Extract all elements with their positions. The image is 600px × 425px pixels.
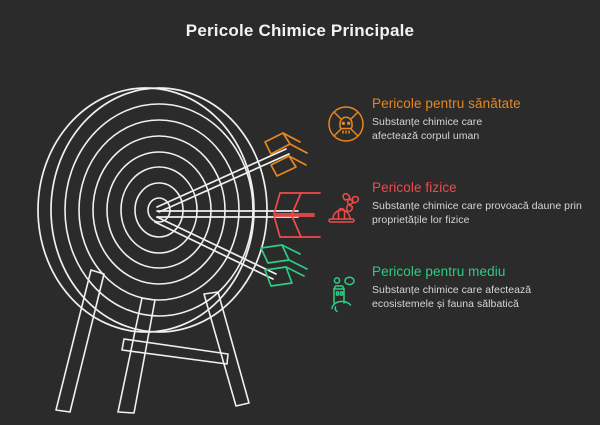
arrow-environment	[154, 216, 308, 287]
legend-list: Pericole pentru sănătate Substanțe chimi…	[326, 96, 594, 348]
arrow-health	[156, 132, 308, 213]
legend-description-health: Substanțe chimice care afectează corpul …	[372, 116, 483, 142]
page-title: Pericole Chimice Principale	[185, 21, 415, 40]
legend-item-environment: Pericole pentru mediu Substanțe chimice …	[326, 264, 594, 324]
legend-text-environment: Pericole pentru mediu Substanțe chimice …	[372, 264, 594, 311]
legend-item-physical: Pericole fizice Substanțe chimice care p…	[326, 180, 594, 240]
legend-heading-physical: Pericole fizice	[372, 180, 457, 195]
skull-hazard-icon	[326, 104, 366, 146]
legend-text-physical: Pericole fizice Substanțe chimice care p…	[372, 180, 594, 227]
legend-item-health: Pericole pentru sănătate Substanțe chimi…	[326, 96, 594, 156]
legend-heading-health: Pericole pentru sănătate	[372, 96, 521, 111]
archery-target-illustration	[18, 62, 328, 422]
legend-text-health: Pericole pentru sănătate Substanțe chimi…	[372, 96, 594, 143]
legend-description-physical: Substanțe chimice care provoacă daune pr…	[372, 200, 582, 226]
hardhat-explosion-icon	[326, 188, 366, 230]
arrow-physical	[156, 192, 321, 238]
legend-heading-environment: Pericole pentru mediu	[372, 264, 506, 279]
legend-description-environment: Substanțe chimice care afectează ecosist…	[372, 284, 532, 310]
factory-emissions-icon	[326, 272, 366, 314]
target-rings	[37, 87, 268, 333]
